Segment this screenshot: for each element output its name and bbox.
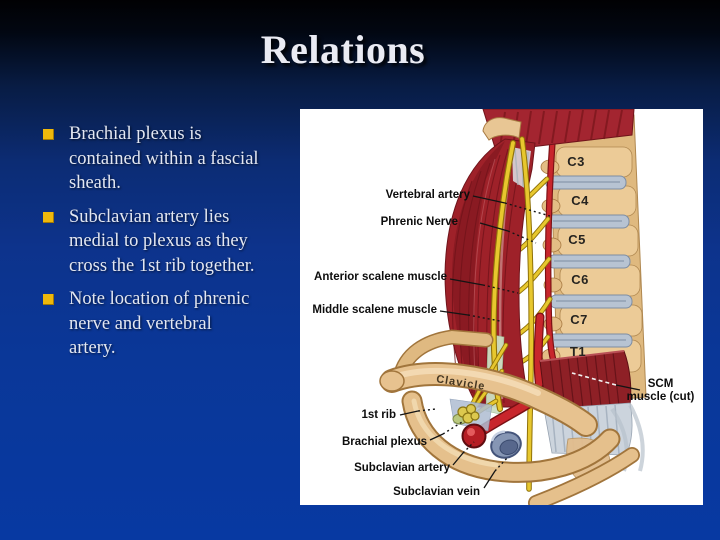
list-item: Brachial plexus is contained within a fa… [38,122,294,196]
vertebra-label-c6: C6 [571,272,589,287]
label-scm-line1: SCM [647,378,674,390]
bullet-line: nerve and vertebral [69,313,212,334]
brachial-plexus-bundle [452,403,480,425]
bullet-list: Brachial plexus is contained within a fa… [38,122,294,370]
spine-group [540,114,647,406]
vertebra-label-t1: T1 [569,344,587,359]
page-title: Relations [260,27,426,72]
bullet-marker-icon [43,211,54,223]
bullet-line: Subclavian artery lies [69,206,230,227]
label-subclavian-vein: Subclavian vein [393,486,480,498]
bullet-marker-icon [43,294,54,305]
bullet-line: sheath. [69,173,121,193]
list-item: Note location of phrenic nerve and verte… [38,287,294,361]
bullet-marker-icon [43,129,54,140]
bullet-text: Subclavian artery lies medial to plexus … [69,205,254,279]
label-first-rib: 1st rib [361,409,396,421]
subclavian-artery-cut [461,423,487,449]
bullet-line: contained within a fascial [69,148,259,169]
bullet-line: Brachial plexus is [69,124,202,144]
list-item: Subclavian artery lies medial to plexus … [38,205,294,279]
label-vertebral-artery: Vertebral artery [385,189,470,201]
bullet-text: Brachial plexus is contained within a fa… [69,122,259,196]
label-brachial-plexus: Brachial plexus [341,436,427,448]
anatomy-figure: Vertebral artery Phrenic Nerve Anterior … [300,109,703,505]
bullet-line: Note location of phrenic [69,289,250,309]
vertebral-artery-shape [544,129,557,363]
subclavian-vein-cut [490,430,522,459]
leader-lines [399,195,641,489]
bullet-line: medial to plexus as they [69,231,248,251]
vertebra-label-c4: C4 [571,193,589,208]
label-scm-line2: muscle (cut) [626,391,695,403]
bullet-line: cross the 1st rib together. [69,255,255,276]
clavicle-shape [379,362,598,437]
second-rib-shape [528,447,640,505]
descending-nerve-shape [519,136,535,492]
label-middle-scalene: Middle scalene muscle [312,304,437,316]
bullet-line: artery. [69,338,116,358]
vertebra-label-c5: C5 [568,232,586,247]
label-anterior-scalene: Anterior scalene muscle [314,271,447,283]
label-phrenic-nerve: Phrenic Nerve [380,216,458,228]
bullet-text: Note location of phrenic nerve and verte… [69,287,249,361]
vertebra-label-c3: C3 [567,154,585,169]
label-subclavian-artery: Subclavian artery [354,462,450,474]
anatomy-illustration [379,109,647,505]
vertebra-label-c7: C7 [570,312,588,327]
label-scm-muscle: SCM muscle (cut) [618,378,703,404]
